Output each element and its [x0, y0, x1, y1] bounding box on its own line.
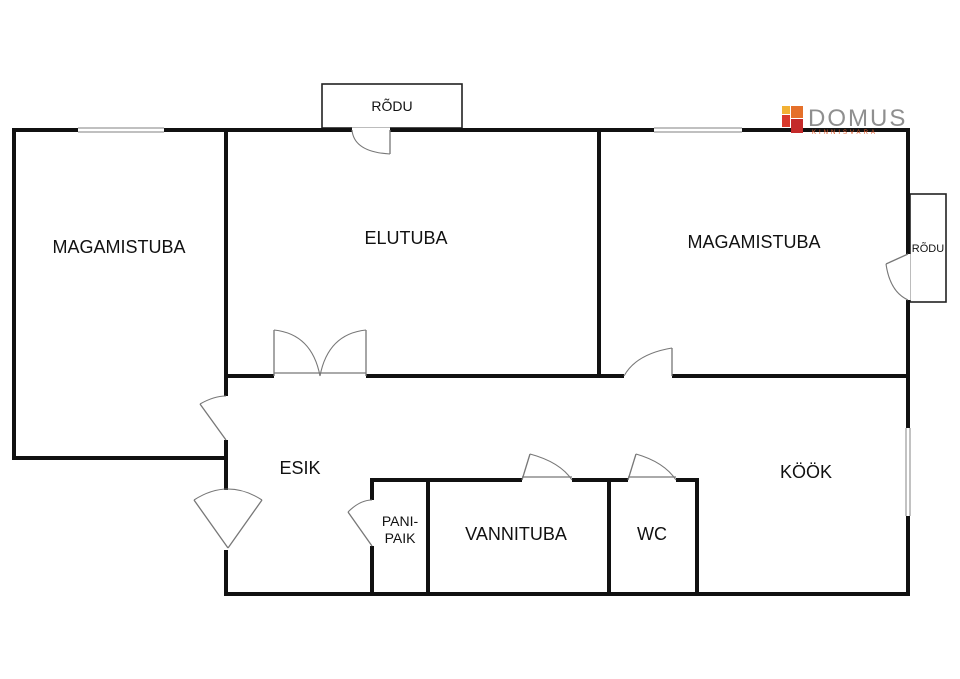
- door-right-balcony: [885, 253, 911, 301]
- top-balcony-label: RÕDU: [371, 98, 412, 114]
- door-wc: [627, 453, 677, 483]
- room-label-left-bedroom: MAGAMISTUBA: [52, 237, 185, 257]
- room-label-hallway: ESIK: [279, 458, 320, 478]
- room-label-living-room: ELUTUBA: [364, 228, 447, 248]
- right-balcony-outline: [909, 193, 947, 303]
- domus-logo-mark: [782, 106, 803, 133]
- window-kitchen: [905, 428, 911, 516]
- room-label-kitchen: KÖÖK: [780, 462, 832, 482]
- room-label-bathroom: VANNITUBA: [465, 524, 567, 544]
- right-balcony: RÕDU: [909, 193, 947, 303]
- walls: [12, 128, 910, 596]
- room-label-pantry-line1: PANI-: [382, 513, 419, 529]
- room-label-right-bedroom: MAGAMISTUBA: [687, 232, 820, 252]
- door-left-bedroom: [199, 395, 229, 441]
- door-living-double: [273, 329, 367, 379]
- logo-square-3: [782, 115, 790, 127]
- room-label-wc: WC: [637, 524, 667, 544]
- windows: [78, 127, 911, 516]
- logo-square-1: [782, 106, 790, 114]
- door-bathroom: [521, 453, 573, 483]
- logo-square-4: [791, 119, 803, 133]
- logo-tagline: KINNISVARA: [812, 130, 878, 136]
- right-balcony-label: RÕDU: [912, 242, 944, 255]
- room-label-pantry-line2: PAIK: [385, 530, 417, 546]
- window-left-bedroom: [78, 127, 164, 133]
- logo-square-2: [791, 106, 803, 118]
- logo-name: DOMUS: [808, 105, 907, 132]
- doors: [193, 127, 911, 550]
- door-pantry: [347, 499, 375, 547]
- door-living-balcony: [351, 127, 391, 155]
- top-balcony-outline: [321, 83, 463, 129]
- room-labels: MAGAMISTUBA ELUTUBA MAGAMISTUBA ESIK KÖÖ…: [52, 228, 832, 546]
- domus-logo: DOMUS KINNISVARA: [782, 105, 907, 136]
- window-right-bedroom: [654, 127, 742, 133]
- door-entrance: [193, 488, 263, 550]
- top-balcony: RÕDU: [321, 83, 463, 129]
- door-right-bedroom: [623, 347, 673, 379]
